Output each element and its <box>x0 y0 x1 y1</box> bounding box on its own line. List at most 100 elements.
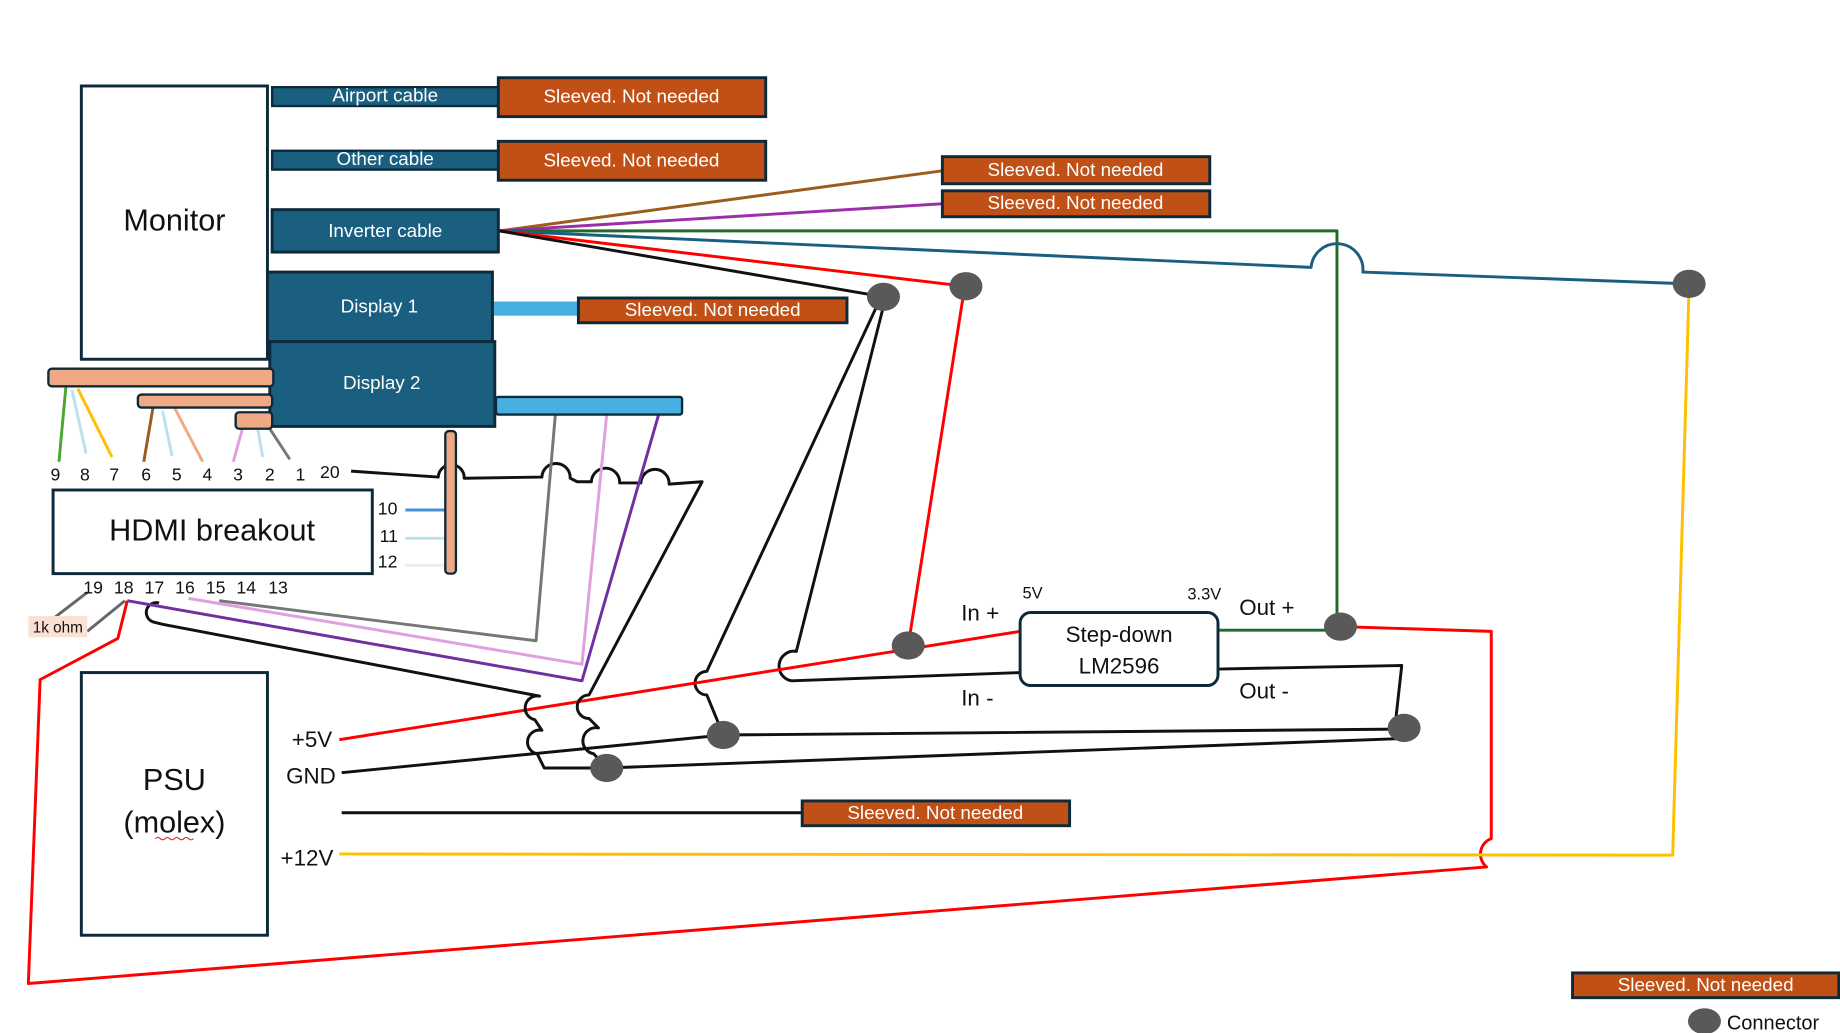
wire-black-inverter <box>499 229 884 299</box>
psu-label-2: (molex) <box>123 806 225 840</box>
sleeved-brown: Sleeved. Not needed <box>940 155 1212 186</box>
wire-pin16-pink <box>188 402 610 666</box>
monitor: Monitor <box>79 84 269 361</box>
wire-out-minus <box>1217 664 1404 730</box>
airport-cable-label: Airport cable <box>332 85 438 106</box>
out-minus-label: Out - <box>1239 678 1289 703</box>
hdmi-pin-label: 14 <box>236 578 256 598</box>
wire-pin9 <box>57 385 68 462</box>
spellcheck-underline <box>155 836 194 841</box>
hdmi-pin-label: 11 <box>380 526 398 546</box>
wire-green <box>499 229 1339 627</box>
sleeved-purple: Sleeved. Not needed <box>940 189 1212 219</box>
wire-purple <box>499 202 943 233</box>
display-1-label: Display 1 <box>341 295 418 316</box>
wire-pin17 <box>144 601 607 770</box>
wire-pin8 <box>70 389 88 454</box>
inverter-cable: Inverter cable <box>270 208 500 254</box>
legend: Sleeved. Not needed Connector <box>1571 971 1840 1033</box>
hdmi-pin-label: 13 <box>268 578 288 598</box>
hdmi-pin-label: 19 <box>83 578 103 598</box>
legend-connector-text: Connector <box>1727 1012 1820 1033</box>
resistor-1k: 1k ohm <box>28 616 88 638</box>
stepdown-label-1: Step-down <box>1066 622 1173 647</box>
vout-label: 3.3V <box>1187 586 1221 604</box>
display-2-label: Display 2 <box>343 372 420 393</box>
wire-pin18-purple <box>127 402 664 683</box>
hdmi-pin-label: 15 <box>206 578 226 598</box>
resistor-label: 1k ohm <box>33 620 83 637</box>
hdmi-pins-bottom: 19 18 17 16 15 14 13 <box>83 578 288 598</box>
connector-inverter-red <box>949 272 983 301</box>
wire-blue <box>499 229 1690 286</box>
wire-red-inverter <box>499 229 965 288</box>
rail-12v-label: +12V <box>281 846 334 871</box>
out-plus-label: Out + <box>1239 595 1294 620</box>
hdmi-pin-label: 20 <box>320 462 340 482</box>
wire-resistor-pin18 <box>86 599 126 633</box>
wire-pin7 <box>76 388 114 458</box>
wire-pin6 <box>142 406 155 462</box>
monitor-label: Monitor <box>123 204 225 238</box>
rail-5v-label: +5V <box>292 727 332 752</box>
wire-brown <box>499 169 943 233</box>
wire-pin15-grey <box>218 406 558 643</box>
stepdown-lm2596: Step-down LM2596 <box>1018 611 1220 687</box>
connector-gnd-1 <box>706 720 740 750</box>
rail-gnd-label: GND <box>286 763 336 788</box>
peach-bar-vertical <box>444 429 458 575</box>
display-1: Display 1 <box>265 270 494 345</box>
hdmi-pin-label: 7 <box>109 465 119 485</box>
peach-bar-3 <box>234 411 274 430</box>
inverter-cable-label: Inverter cable <box>328 220 442 241</box>
hdmi-pin-label: 17 <box>145 578 165 598</box>
psu-label-1: PSU <box>143 763 206 797</box>
connector-blue-yellow <box>1672 269 1706 299</box>
sleeved-text: Sleeved. Not needed <box>625 299 801 320</box>
connector-in-plus <box>891 631 925 660</box>
hdmi-breakout: HDMI breakout <box>51 488 374 576</box>
legend-sleeved-text: Sleeved. Not needed <box>1618 974 1794 995</box>
peach-bar-2 <box>136 393 274 409</box>
sleeved-psu: Sleeved. Not needed <box>800 799 1072 828</box>
hdmi-pin-label: 16 <box>175 578 195 598</box>
hdmi-pin-label: 1 <box>296 465 306 485</box>
vin-label: 5V <box>1022 584 1042 602</box>
wire-pin5 <box>161 410 174 457</box>
hdmi-pin-label: 10 <box>378 499 398 519</box>
legend-sleeved: Sleeved. Not needed <box>1571 971 1840 1000</box>
hdmi-pin-label: 5 <box>172 465 182 485</box>
hdmi-pin-label: 18 <box>114 578 134 598</box>
connectors <box>590 269 1706 783</box>
wire-pin3 <box>231 427 245 463</box>
sleeved-other: Sleeved. Not needed <box>496 139 768 182</box>
connector-inverter-black <box>866 282 900 311</box>
wire-psu-gnd <box>341 727 1402 775</box>
wire-pin20 <box>350 462 704 769</box>
hdmi-pin-label: 8 <box>80 465 90 485</box>
hdmi-breakout-label: HDMI breakout <box>109 513 315 547</box>
other-cable-label: Other cable <box>337 148 434 169</box>
display-2: Display 2 <box>268 340 497 428</box>
wire-pin4 <box>173 406 204 463</box>
display2-stub <box>494 395 684 416</box>
sleeved-airport: Sleeved. Not needed <box>496 76 768 119</box>
sleeved-text: Sleeved. Not needed <box>988 192 1164 213</box>
sleeved-text: Sleeved. Not needed <box>543 149 719 170</box>
sleeved-text: Sleeved. Not needed <box>847 802 1023 823</box>
wire-pin1 <box>266 424 292 461</box>
peach-bar-1 <box>47 367 275 388</box>
stepdown-label-2: LM2596 <box>1079 654 1160 679</box>
sleeved-text: Sleeved. Not needed <box>988 159 1164 180</box>
connector-out-minus <box>1387 713 1421 743</box>
legend-connector: Connector <box>1687 1008 1820 1033</box>
wire-red-down <box>906 285 967 646</box>
in-minus-label: In - <box>961 686 993 711</box>
wires <box>26 169 1691 986</box>
hdmi-pins-side: 10 11 12 <box>378 499 398 572</box>
hdmi-pin-label: 9 <box>51 465 61 485</box>
wire-pin19-resistor <box>51 591 89 621</box>
hdmi-pin-label: 12 <box>378 552 398 572</box>
